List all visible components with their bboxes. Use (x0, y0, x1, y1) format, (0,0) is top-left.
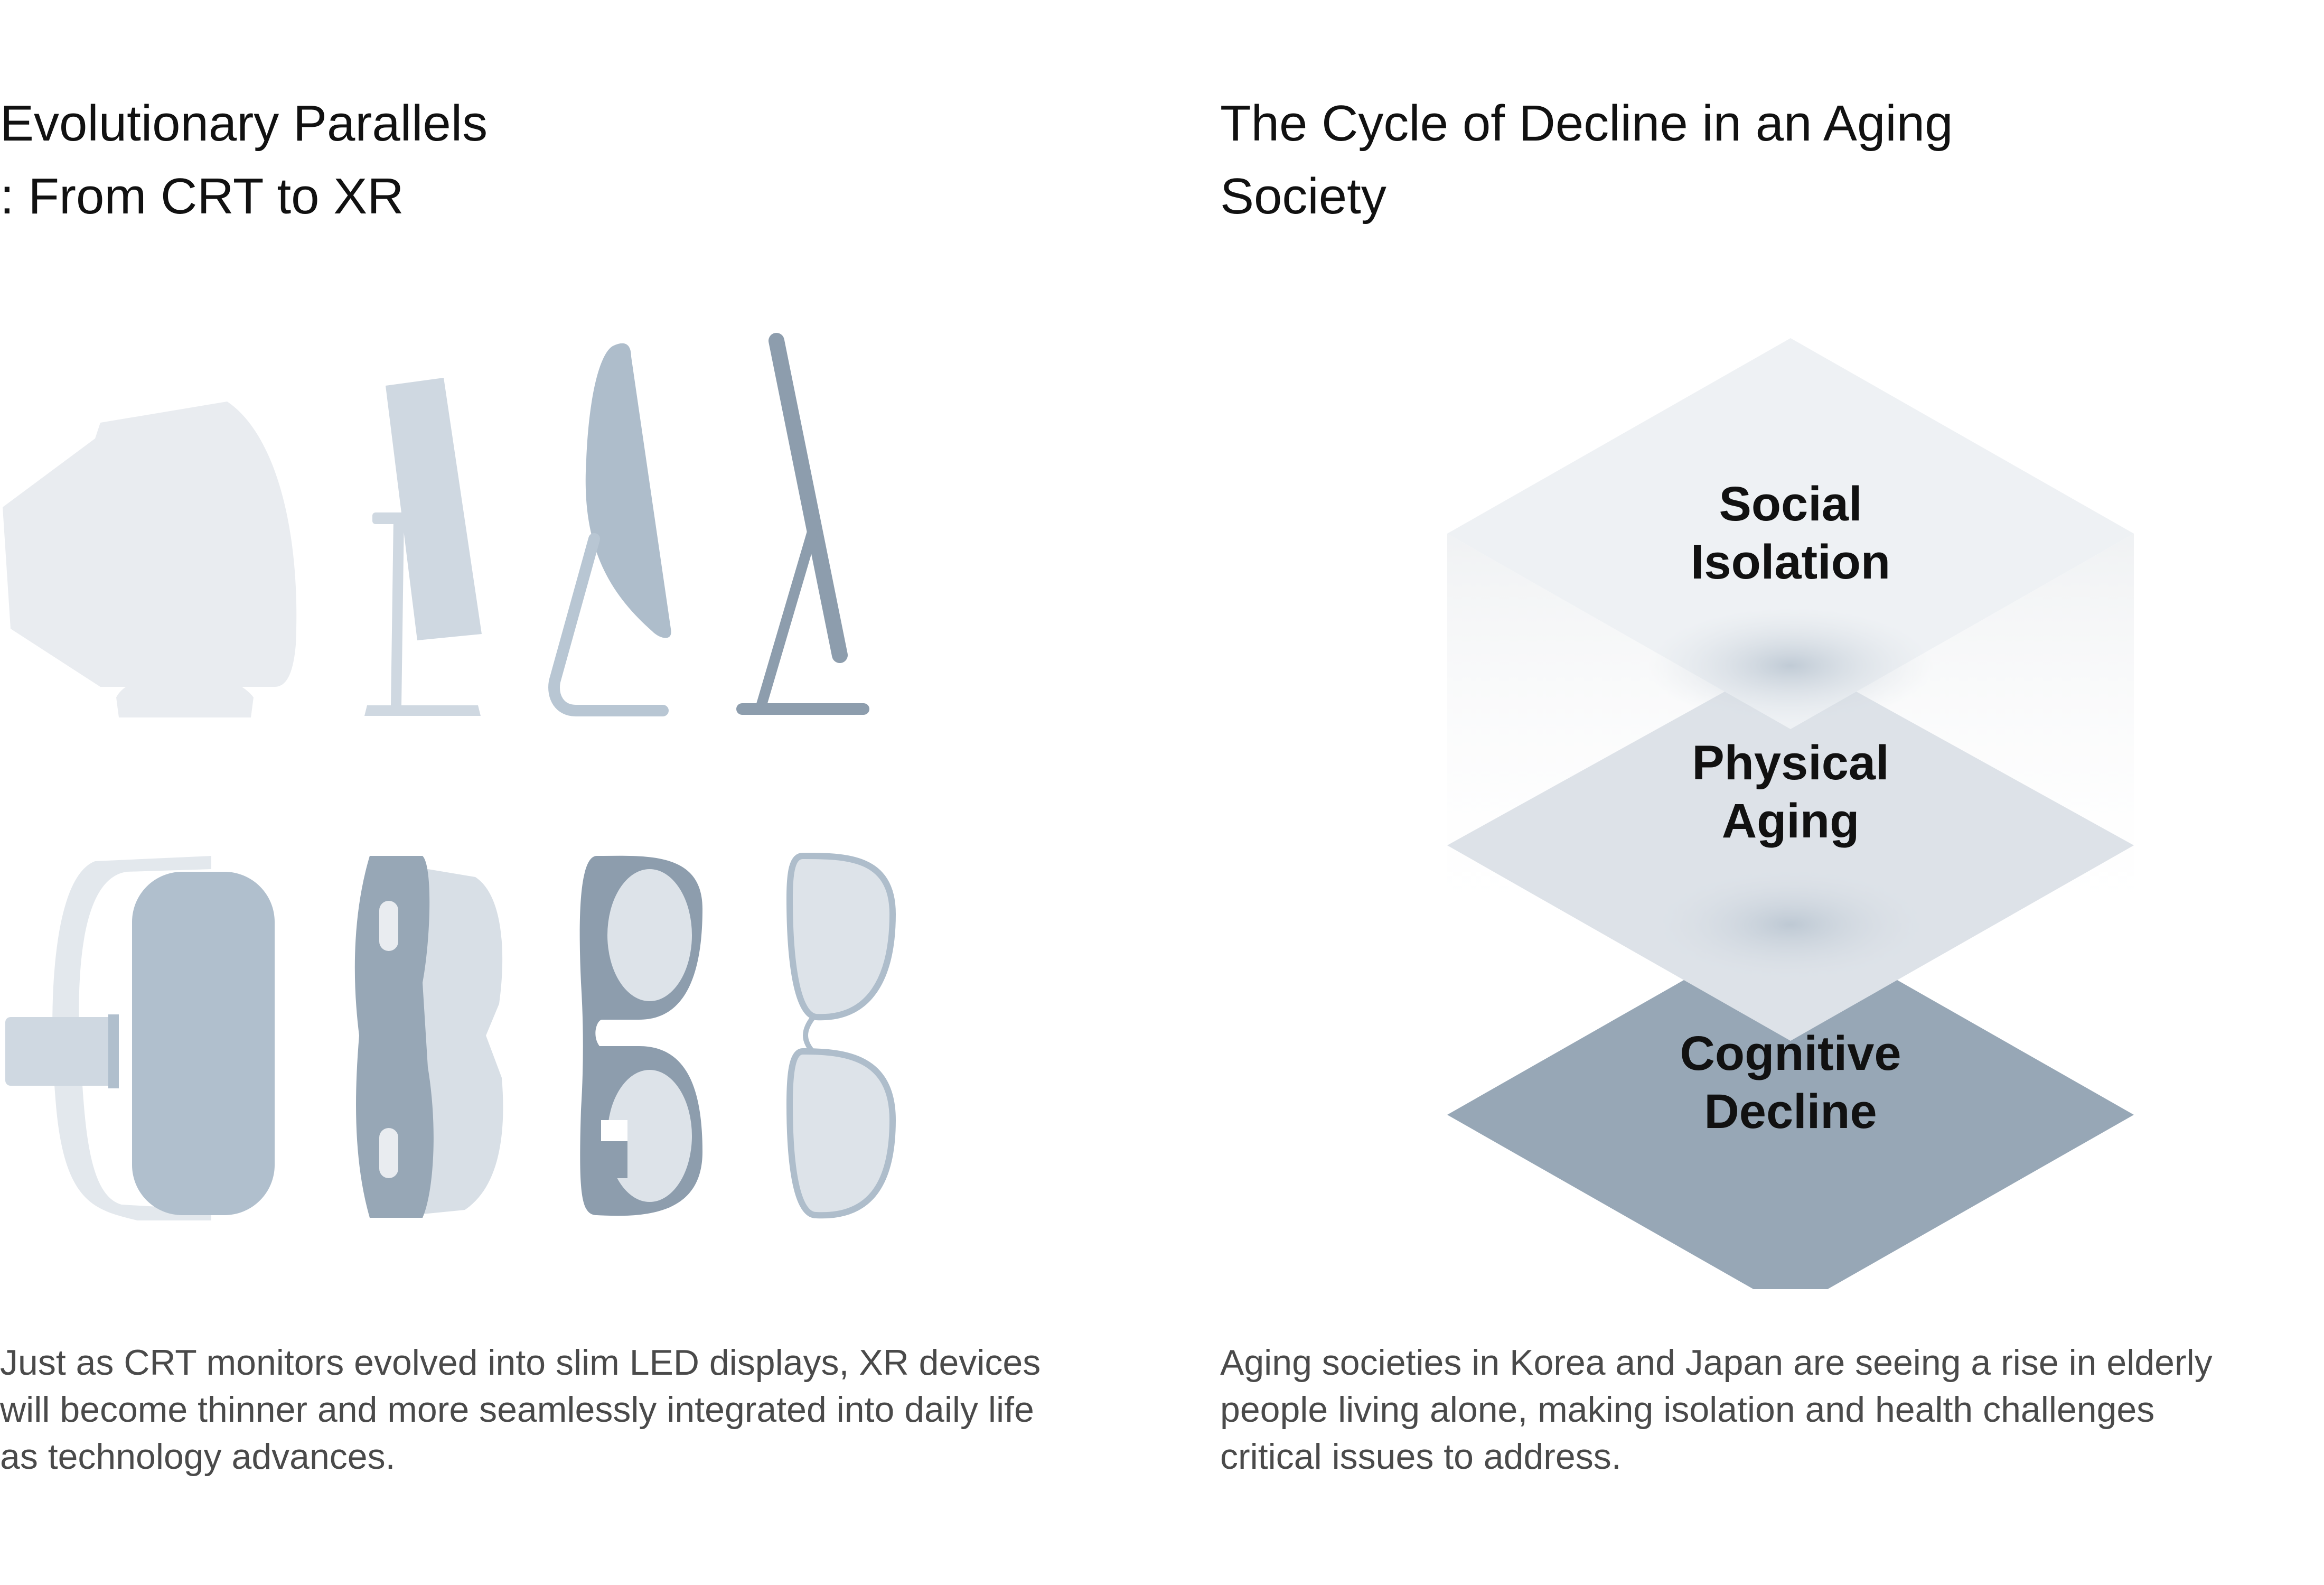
mr-headset-icon (354, 856, 503, 1218)
device-evolution-illustration (3, 333, 896, 1220)
layer-cognitive-decline (1447, 919, 2134, 1289)
slim-monitor-icon (736, 333, 869, 715)
smart-glasses-icon (579, 855, 702, 1216)
crt-monitor-icon (3, 402, 297, 717)
label-isolation: Isolation (1691, 535, 1890, 589)
flat-monitor-icon (364, 378, 482, 716)
left-caption-line-2: will become thinner and more seamlessly … (0, 1390, 1034, 1430)
right-title: The Cycle of Decline in an Aging Society (1220, 87, 1953, 233)
decline-cycle-diagram: Social Isolation Physical Aging Cognitiv… (1447, 338, 2134, 1289)
left-caption-line-1: Just as CRT monitors evolved into slim L… (0, 1342, 1041, 1383)
right-title-line-1: The Cycle of Decline in an Aging (1220, 95, 1953, 152)
label-physical: Physical (1692, 736, 1889, 790)
right-title-line-2: Society (1220, 168, 1386, 225)
label-decline: Decline (1704, 1085, 1877, 1139)
right-caption-line-3: critical issues to address. (1220, 1437, 1622, 1477)
left-title-line-1: Evolutionary Parallels (0, 95, 488, 152)
left-title-line-2: : From CRT to XR (0, 168, 404, 225)
right-caption-line-1: Aging societies in Korea and Japan are s… (1220, 1342, 2213, 1383)
left-caption: Just as CRT monitors evolved into slim L… (0, 1339, 1136, 1480)
imac-monitor-icon (548, 343, 671, 716)
vr-headset-icon (5, 856, 275, 1220)
right-panel: The Cycle of Decline in an Aging Society… (1220, 0, 2324, 1585)
glow-upper (1648, 608, 1933, 724)
right-caption-line-2: people living alone, making isolation an… (1220, 1390, 2155, 1430)
glow-lower (1648, 866, 1933, 983)
label-aging: Aging (1722, 794, 1860, 848)
layer-social-isolation (1447, 338, 2134, 729)
layer-physical-aging (1447, 655, 2134, 1041)
right-caption: Aging societies in Korea and Japan are s… (1220, 1339, 2324, 1480)
left-caption-line-3: as technology advances. (0, 1437, 396, 1477)
left-panel: Evolutionary Parallels : From CRT to XR (0, 87, 1136, 1480)
label-cognitive: Cognitive (1680, 1027, 1901, 1080)
sunglasses-icon (786, 852, 896, 1219)
left-title: Evolutionary Parallels : From CRT to XR (0, 87, 488, 233)
label-social: Social (1719, 477, 1862, 531)
